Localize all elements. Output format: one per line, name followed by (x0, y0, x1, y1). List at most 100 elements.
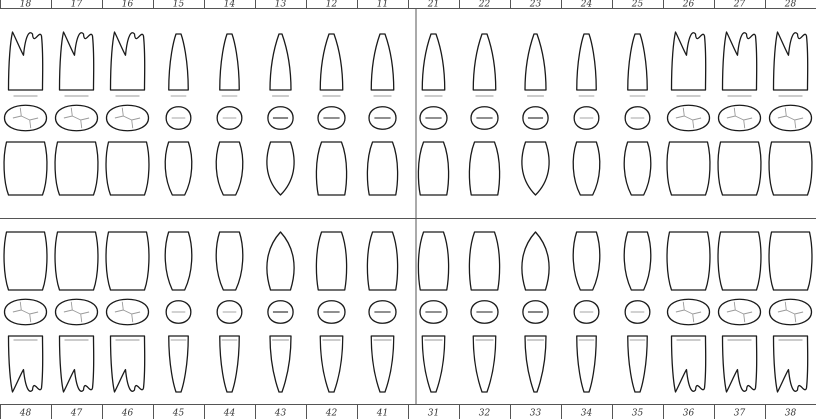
tooth-lower-premolar[interactable] (624, 232, 651, 392)
tooth-crown (267, 142, 294, 195)
tooth-upper-incisor[interactable] (367, 34, 397, 195)
tooth-number-label: 21 (427, 0, 439, 10)
tooth-lower-premolar[interactable] (165, 232, 192, 392)
tooth-crown (522, 232, 549, 290)
tooth-number-label: 48 (19, 409, 32, 419)
tooth-root-shape (9, 336, 43, 392)
tooth-number-label: 35 (632, 409, 644, 419)
tooth-number-label: 32 (479, 409, 491, 419)
tooth-root-shape (111, 336, 145, 392)
tooth-crown (4, 142, 47, 195)
tooth-lower-molar[interactable] (4, 232, 47, 392)
tooth-upper-premolar[interactable] (624, 34, 651, 195)
tooth-lower-incisor[interactable] (367, 232, 397, 392)
tooth-crown (267, 232, 294, 290)
tooth-crown (55, 232, 98, 290)
tooth-number-label: 17 (71, 0, 83, 10)
tooth-lower-molar[interactable] (718, 232, 761, 392)
tooth-root-shape (220, 336, 240, 392)
tooth-upper-molar[interactable] (718, 32, 761, 195)
tooth-root (320, 34, 343, 90)
tooth-number-label: 43 (274, 409, 287, 419)
tooth-number-label: 27 (733, 0, 746, 10)
tooth-crown (165, 142, 192, 195)
tooth-number-label: 23 (529, 0, 542, 10)
tooth-lower-molar[interactable] (55, 232, 98, 392)
tooth-lower-incisor[interactable] (316, 232, 346, 392)
tooth-root (774, 32, 808, 90)
tooth-root-shape (525, 336, 546, 392)
tooth-upper-incisor[interactable] (316, 34, 346, 195)
tooth-number-label: 38 (785, 409, 797, 419)
tooth-lower-canine[interactable] (522, 232, 549, 392)
tooth-crown (418, 232, 448, 290)
tooth-root (9, 32, 43, 90)
tooth-number-label: 41 (376, 409, 388, 419)
tooth-lower-incisor[interactable] (469, 232, 499, 392)
tooth-number-label: 45 (172, 409, 185, 419)
tooth-root (169, 34, 189, 90)
tooth-number-label: 25 (631, 0, 644, 10)
tooth-number-label: 22 (478, 0, 491, 10)
tooth-crown (769, 142, 812, 195)
tooth-upper-premolar[interactable] (573, 34, 600, 195)
tooth-root (473, 34, 496, 90)
tooth-number-label: 16 (122, 0, 134, 10)
tooth-lower-incisor[interactable] (418, 232, 448, 392)
tooth-crown (316, 232, 346, 290)
tooth-crown (216, 232, 243, 290)
tooth-root (220, 34, 240, 90)
tooth-root-shape (577, 336, 597, 392)
tooth-lower-canine[interactable] (267, 232, 294, 392)
tooth-lower-molar[interactable] (769, 232, 812, 392)
tooth-number-label: 36 (683, 409, 695, 419)
tooth-crown (522, 142, 549, 195)
tooth-upper-molar[interactable] (106, 32, 149, 195)
tooth-root-shape (320, 336, 343, 392)
tooth-lower-molar[interactable] (106, 232, 149, 392)
tooth-crown (367, 142, 397, 195)
tooth-root-shape (270, 336, 291, 392)
tooth-number-label: 11 (377, 0, 388, 10)
tooth-root (270, 34, 291, 90)
tooth-upper-molar[interactable] (667, 32, 710, 195)
tooth-upper-molar[interactable] (769, 32, 812, 195)
tooth-upper-canine[interactable] (522, 34, 549, 195)
tooth-lower-premolar[interactable] (216, 232, 243, 392)
tooth-upper-molar[interactable] (4, 32, 47, 195)
tooth-crown (573, 232, 600, 290)
tooth-root-shape (371, 336, 394, 392)
tooth-number-label: 24 (580, 0, 593, 10)
tooth-number-label: 14 (224, 0, 236, 10)
tooth-number-label: 37 (734, 409, 746, 419)
tooth-crown (316, 142, 346, 195)
tooth-lower-premolar[interactable] (573, 232, 600, 392)
tooth-upper-premolar[interactable] (216, 34, 243, 195)
tooth-root (60, 32, 94, 90)
tooth-number-label: 13 (275, 0, 287, 10)
tooth-root-shape (774, 336, 808, 392)
tooth-lower-molar[interactable] (667, 232, 710, 392)
tooth-upper-premolar[interactable] (165, 34, 192, 195)
tooth-root (422, 34, 445, 90)
tooth-crown (667, 142, 710, 195)
tooth-upper-incisor[interactable] (418, 34, 448, 195)
tooth-crown (418, 142, 448, 195)
tooth-upper-canine[interactable] (267, 34, 294, 195)
tooth-root-shape (60, 336, 94, 392)
tooth-crown (106, 142, 149, 195)
tooth-number-label: 18 (20, 0, 32, 10)
tooth-number-label: 12 (326, 0, 338, 10)
tooth-crown (624, 142, 651, 195)
tooth-root-shape (169, 336, 189, 392)
tooth-root-shape (473, 336, 496, 392)
tooth-crown (624, 232, 651, 290)
tooth-upper-incisor[interactable] (469, 34, 499, 195)
tooth-root (672, 32, 706, 90)
tooth-crown (216, 142, 243, 195)
tooth-upper-molar[interactable] (55, 32, 98, 195)
tooth-number-label: 28 (784, 0, 797, 10)
tooth-number-label: 34 (581, 409, 593, 419)
lower-arch (4, 232, 812, 392)
